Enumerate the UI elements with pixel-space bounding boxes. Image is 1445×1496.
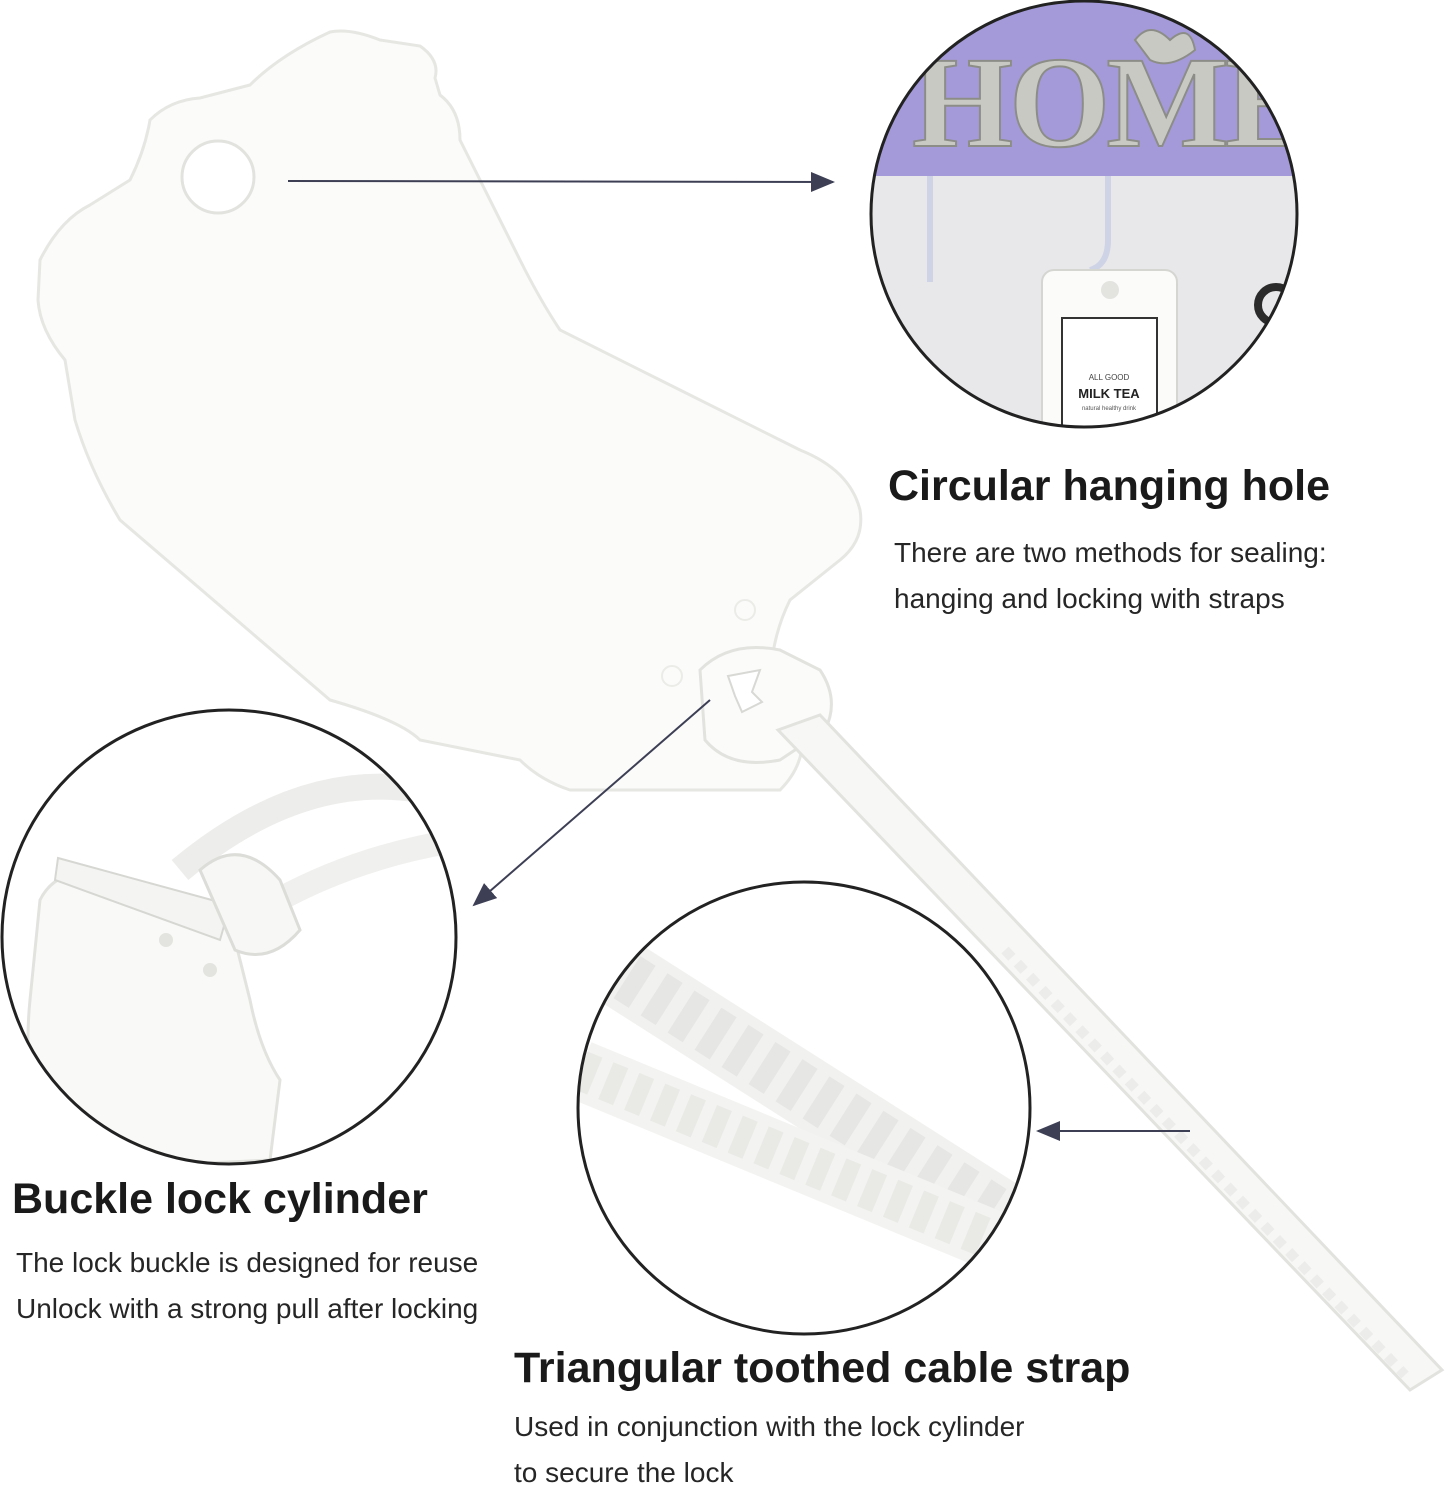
strap-band — [578, 1042, 1030, 1288]
tag-dimple — [159, 933, 173, 947]
tag-label-sub: natural healthy drink — [1082, 406, 1137, 412]
arrow-buckle — [472, 699, 711, 907]
callout-line: Unlock with a strong pull after locking — [16, 1293, 479, 1324]
callout-line: The lock buckle is designed for reuse — [16, 1247, 479, 1278]
callout-line: hanging and locking with straps — [894, 583, 1285, 614]
tag-outline — [36, 29, 863, 792]
callout-title-hole: Circular hanging hole — [888, 462, 1330, 510]
callout-title-buckle: Buckle lock cylinder — [12, 1175, 428, 1223]
tag-dimple — [734, 599, 756, 621]
tag-label-top: ALL GOOD — [1089, 373, 1130, 382]
callout-line: Used in conjunction with the lock cylind… — [514, 1411, 1025, 1442]
circle-border — [576, 880, 1032, 1336]
strap-band — [775, 713, 1445, 1392]
cable-strap — [775, 713, 1445, 1392]
callout-desc-hole: There are two methods for sealing: hangi… — [894, 530, 1327, 622]
sign-text: HOME — [912, 31, 1308, 175]
circle-border — [869, 0, 1299, 429]
callout-desc-buckle: The lock buckle is designed for reuse Un… — [16, 1240, 478, 1332]
detail-circle-buckle — [0, 708, 458, 1166]
circle-border — [0, 708, 458, 1166]
detail-circle-strap — [576, 880, 1032, 1336]
lock-slot — [726, 668, 764, 714]
toothed-strap — [53, 856, 232, 942]
hook-icon — [1088, 176, 1111, 273]
strap-teeth — [586, 938, 1030, 1262]
hanging-tag-hole — [1101, 281, 1119, 299]
arrow-hole — [287, 171, 835, 192]
tag-label-card — [1061, 317, 1158, 427]
tag-body — [36, 29, 863, 792]
butterfly-icon — [1133, 29, 1197, 65]
callout-line: to secure the lock — [514, 1457, 734, 1488]
callout-desc-strap: Used in conjunction with the lock cylind… — [514, 1404, 1024, 1496]
detail-circle-hanging: HOME ALL GOOD MILK TEA natural healthy d… — [869, 0, 1308, 429]
hanging-hole — [180, 139, 256, 215]
callout-line: There are two methods for sealing: — [894, 537, 1327, 568]
lock-cylinder — [198, 853, 302, 956]
callout-title-strap: Triangular toothed cable strap — [514, 1344, 1131, 1392]
tag-label-name: MILK TEA — [1078, 386, 1140, 401]
tag-dimple — [661, 665, 683, 687]
strap-teeth — [1001, 946, 1409, 1379]
tag-dimple — [203, 963, 217, 977]
